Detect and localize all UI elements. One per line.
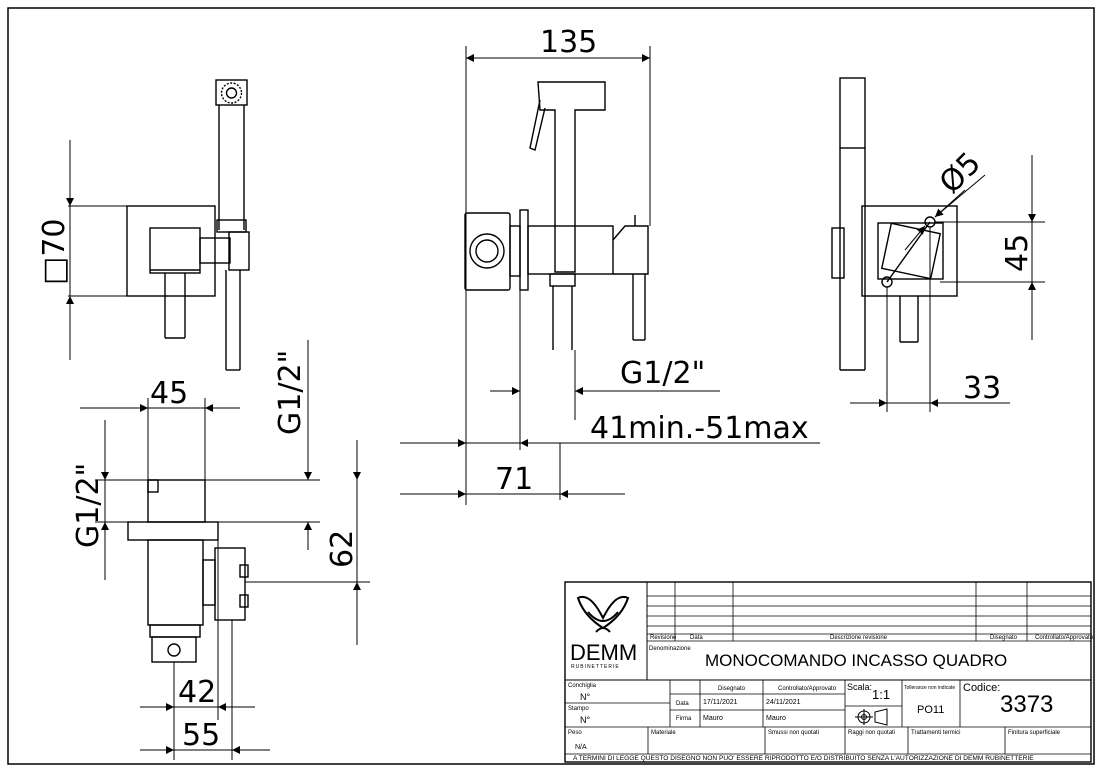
dim-g12-front: G1/2" [490,290,720,450]
front-view [464,81,649,350]
conchiglia-value: N° [580,692,590,702]
dim-g12-vertical: G1/2" [205,340,320,550]
dim-135: 135 [465,25,651,290]
dim-45-right-label: 45 [1000,234,1035,272]
scala-label: Scala: [847,682,872,692]
rev-header-disegnato: Disegnato [990,635,1018,641]
rev-header-controllato: Controllato/Approvato [1035,635,1094,641]
denominazione-label: Denominazione [649,646,691,652]
dim-135-label: 135 [540,25,597,60]
dim-g12-vertical-label: G1/2" [273,350,308,435]
codice-value: 3373 [1000,691,1053,718]
dim-g12-left: G1/2" [71,420,148,580]
smussi-label: Smussi non quotati [768,730,819,736]
stampo-label: Stampo [568,706,589,712]
data-label: Data [676,701,689,707]
raggi-label: Raggi non quotati [848,730,895,736]
trattamenti-label: Trattamenti termici [911,730,960,736]
dim-45-side-label: 45 [150,376,188,411]
peso-value: N/A [575,744,587,751]
brand-sub: RUBINETTERIE [571,664,620,670]
rev-header-data: Data [690,635,703,641]
data-disegnato: 17/11/2021 [703,699,738,706]
dim-45-right: 45 [935,155,1045,340]
peso-label: Peso [568,730,582,736]
dim-71: 71 [400,290,625,505]
lower-grid [565,680,1091,755]
tolleranze-label: Tolleranze non indicate [904,685,955,691]
rev-header-revisione: Revisione [650,635,677,641]
scala-value: 1:1 [872,687,890,702]
denominazione-value: MONOCOMANDO INCASSO QUADRO [705,651,1007,670]
firma-label: Firma [676,716,692,722]
right-view [831,77,958,371]
dim-55: 55 [140,620,270,760]
dim-62: 62 [245,440,370,645]
title-block: DEMM RUBINETTERIE Revisione Data Descriz… [564,581,1094,763]
dim-range: 41min.-51max [400,411,820,447]
finitura-label: Finitura superficiale [1008,730,1061,736]
dim-5-label: Ø5 [933,146,988,201]
dim-range-label: 41min.-51max [590,411,809,446]
dim-62-label: 62 [325,530,360,568]
conchiglia-label: Conchiglia [568,683,597,689]
tolleranze-value: PO11 [917,704,944,716]
stampo-value: N° [580,715,590,725]
dim-33-label: 33 [963,371,1001,406]
firma-disegnato: Mauro [703,715,723,722]
rev-header-descrizione: Descrizione revisione [830,635,888,641]
dim-33: 33 [850,227,1010,412]
dim-70: □70 [37,140,127,360]
dim-g12-front-label: G1/2" [620,356,705,391]
projection-symbol-icon [855,708,888,726]
codice-label: Codice: [963,682,1000,694]
dim-42-label: 42 [178,675,216,710]
materiale-label: Materiale [651,730,676,736]
dim-71-label: 71 [495,462,533,497]
side-view [126,79,250,371]
brand-logo [576,596,630,633]
dim-5: Ø5 [904,146,988,251]
dim-55-label: 55 [182,718,220,753]
brand-name: DEMM [570,640,637,665]
disclaimer: A TERMINI DI LEGGE QUESTO DISEGNO NON PU… [573,755,1034,762]
dim-70-label: □70 [37,218,72,285]
dim-45-side: 45 [80,376,240,480]
firma-controllato: Mauro [766,715,786,722]
disegnato-label: Disegnato [718,686,746,692]
revision-grid [647,582,1091,642]
drawing-frame [7,7,1095,765]
controllato-label: Controllato/Approvato [778,686,837,692]
dim-g12-left-label: G1/2" [71,463,106,548]
dim-42: 42 [140,540,255,760]
data-controllato: 24/11/2021 [766,699,801,706]
bottom-view [127,479,249,663]
